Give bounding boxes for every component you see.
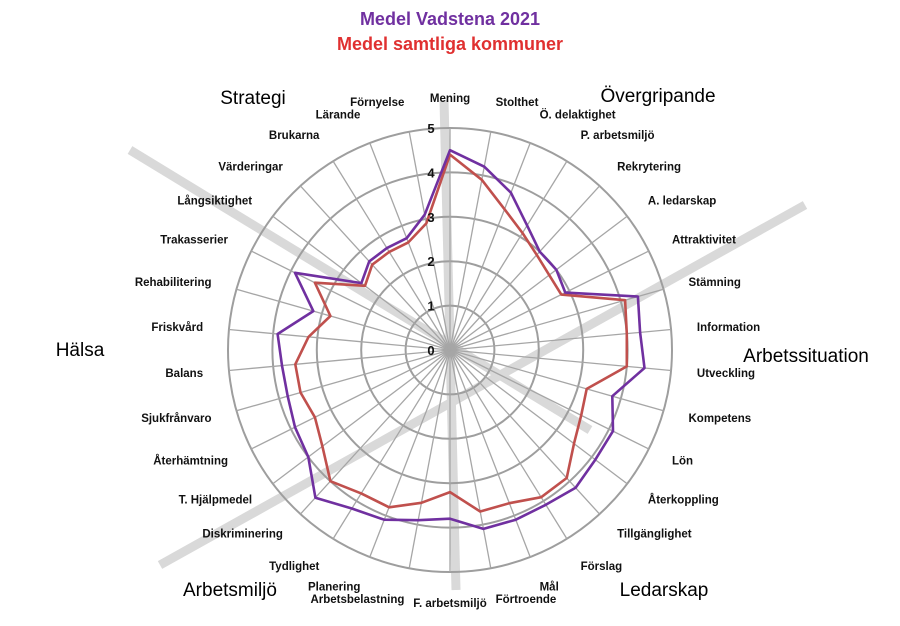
category-label: T. Hjälpmedel	[179, 495, 253, 507]
group-label-strategi: Strategi	[220, 88, 285, 109]
category-label: Mål	[540, 581, 559, 593]
grid-spoke	[299, 349, 451, 515]
grid-spoke	[449, 215, 628, 351]
grid-spoke	[228, 328, 451, 351]
r-tick-label: 0	[427, 343, 434, 358]
group-label-ledarskap: Ledarskap	[620, 580, 709, 601]
r-tick-label: 4	[427, 165, 435, 180]
category-label: A. ledarskap	[648, 196, 716, 208]
series-line-0	[276, 148, 646, 531]
grid-spoke	[299, 185, 451, 351]
grid-spoke	[449, 142, 531, 351]
grid-spoke	[236, 349, 451, 412]
grid-spoke	[272, 349, 451, 485]
grid-spoke	[369, 142, 451, 351]
category-label: Attraktivitet	[672, 235, 736, 247]
category-label: Rehabilitering	[135, 277, 212, 289]
category-label: Ö. delaktighet	[540, 109, 616, 122]
chart-subtitle: Medel samtliga kommuner	[337, 34, 563, 54]
r-tick-label: 1	[427, 299, 434, 314]
sector-divider-1	[127, 146, 593, 434]
group-label-arbetssituation: Arbetssituation	[743, 346, 869, 367]
category-label: Lön	[672, 456, 693, 468]
category-label: Tillgänglighet	[617, 528, 692, 540]
grid-spoke	[369, 349, 451, 558]
grid	[227, 127, 673, 573]
category-label: Återkoppling	[648, 494, 719, 507]
category-label: Värderingar	[218, 162, 283, 174]
grid-spoke	[250, 349, 451, 450]
category-label: Återhämtning	[153, 455, 228, 468]
category-label: Utveckling	[697, 368, 755, 380]
grid-spoke	[449, 349, 672, 372]
category-label: Lärande	[316, 110, 361, 122]
category-label: Långsiktighet	[177, 196, 252, 208]
category-label: Förslag	[581, 561, 623, 573]
grid-spoke	[408, 349, 451, 569]
category-label: Förnyelse	[350, 97, 404, 109]
category-label: Kompetens	[689, 413, 752, 425]
category-label: Planering	[308, 581, 360, 593]
grid-spoke	[332, 160, 451, 351]
chart-title: Medel Vadstena 2021	[360, 9, 540, 29]
series-line-1	[293, 153, 629, 513]
category-label: Förtroende	[496, 594, 557, 606]
group-label-arbetsmiljo: Arbetsmiljö	[183, 580, 277, 601]
category-label: Arbetsbelastning	[310, 594, 404, 606]
grid-spoke	[449, 349, 650, 450]
category-label: Brukarna	[269, 130, 320, 142]
category-label: Rekrytering	[617, 162, 681, 174]
category-label: Information	[697, 322, 760, 334]
category-label: Friskvård	[151, 322, 203, 334]
grid-spoke	[449, 349, 601, 515]
category-label: Sjukfrånvaro	[141, 413, 211, 425]
grid-spoke	[449, 349, 568, 540]
category-label: Balans	[165, 368, 203, 380]
grid-spoke	[228, 349, 451, 372]
r-tick-label: 5	[427, 121, 434, 136]
r-tick-label: 2	[427, 254, 434, 269]
category-label: Stämning	[689, 277, 741, 289]
category-label: P. arbetsmiljö	[581, 130, 655, 142]
grid-spoke	[449, 328, 672, 351]
grid-spoke	[449, 160, 568, 351]
category-label: Tydlighet	[269, 561, 319, 573]
grid-spoke	[332, 349, 451, 540]
grid-spoke	[449, 349, 531, 558]
grid-spoke	[236, 288, 451, 351]
grid-spoke	[449, 349, 628, 485]
category-label: Trakasserier	[160, 235, 228, 247]
grid-spoke	[449, 349, 664, 412]
series-lines	[276, 148, 646, 531]
grid-spoke	[449, 349, 492, 569]
grid-spoke	[250, 250, 451, 351]
category-label: Mening	[430, 93, 470, 105]
category-label: F. arbetsmiljö	[413, 598, 487, 610]
grid-spoke	[449, 185, 601, 351]
group-label-overgripande: Övergripande	[600, 86, 715, 107]
radial-tick-labels: 0 1 2 3 4 5	[427, 121, 435, 358]
group-label-halsa: Hälsa	[56, 340, 105, 361]
grid-spoke	[449, 250, 650, 351]
r-tick-label: 3	[427, 210, 434, 225]
grid-spoke	[408, 131, 451, 351]
category-label: Diskriminering	[202, 528, 283, 540]
grid-spoke	[449, 288, 664, 351]
category-label: Stolthet	[496, 97, 539, 109]
